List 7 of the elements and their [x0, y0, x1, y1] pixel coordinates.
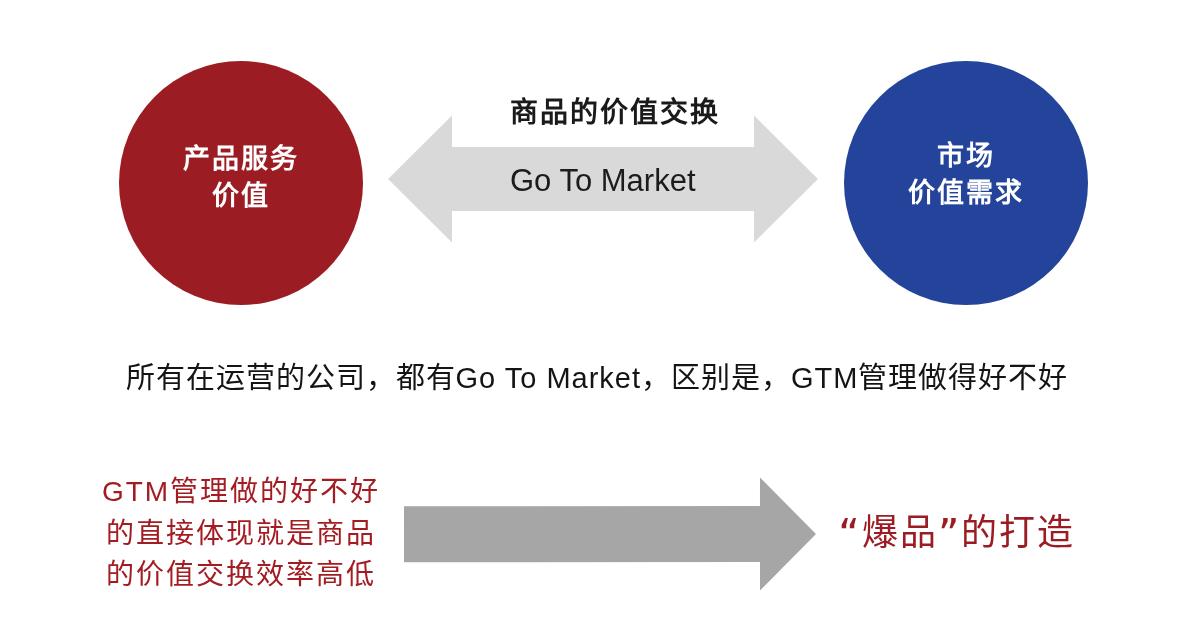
node-label: 市场价值需求 — [907, 140, 1025, 210]
node-label: 产品服务价值 — [182, 143, 300, 213]
node-text: “爆品”的打造 — [838, 511, 1076, 555]
arrow-caption: 商品的价值交换 — [510, 96, 720, 130]
statement-text: 所有在运营的公司，都有Go To Market，区别是，GTM管理做得好不好 — [125, 360, 1069, 396]
arrow — [404, 477, 816, 591]
node-text: GTM管理做的好不好的直接体现就是商品的价值交换效率高低 — [100, 471, 382, 596]
